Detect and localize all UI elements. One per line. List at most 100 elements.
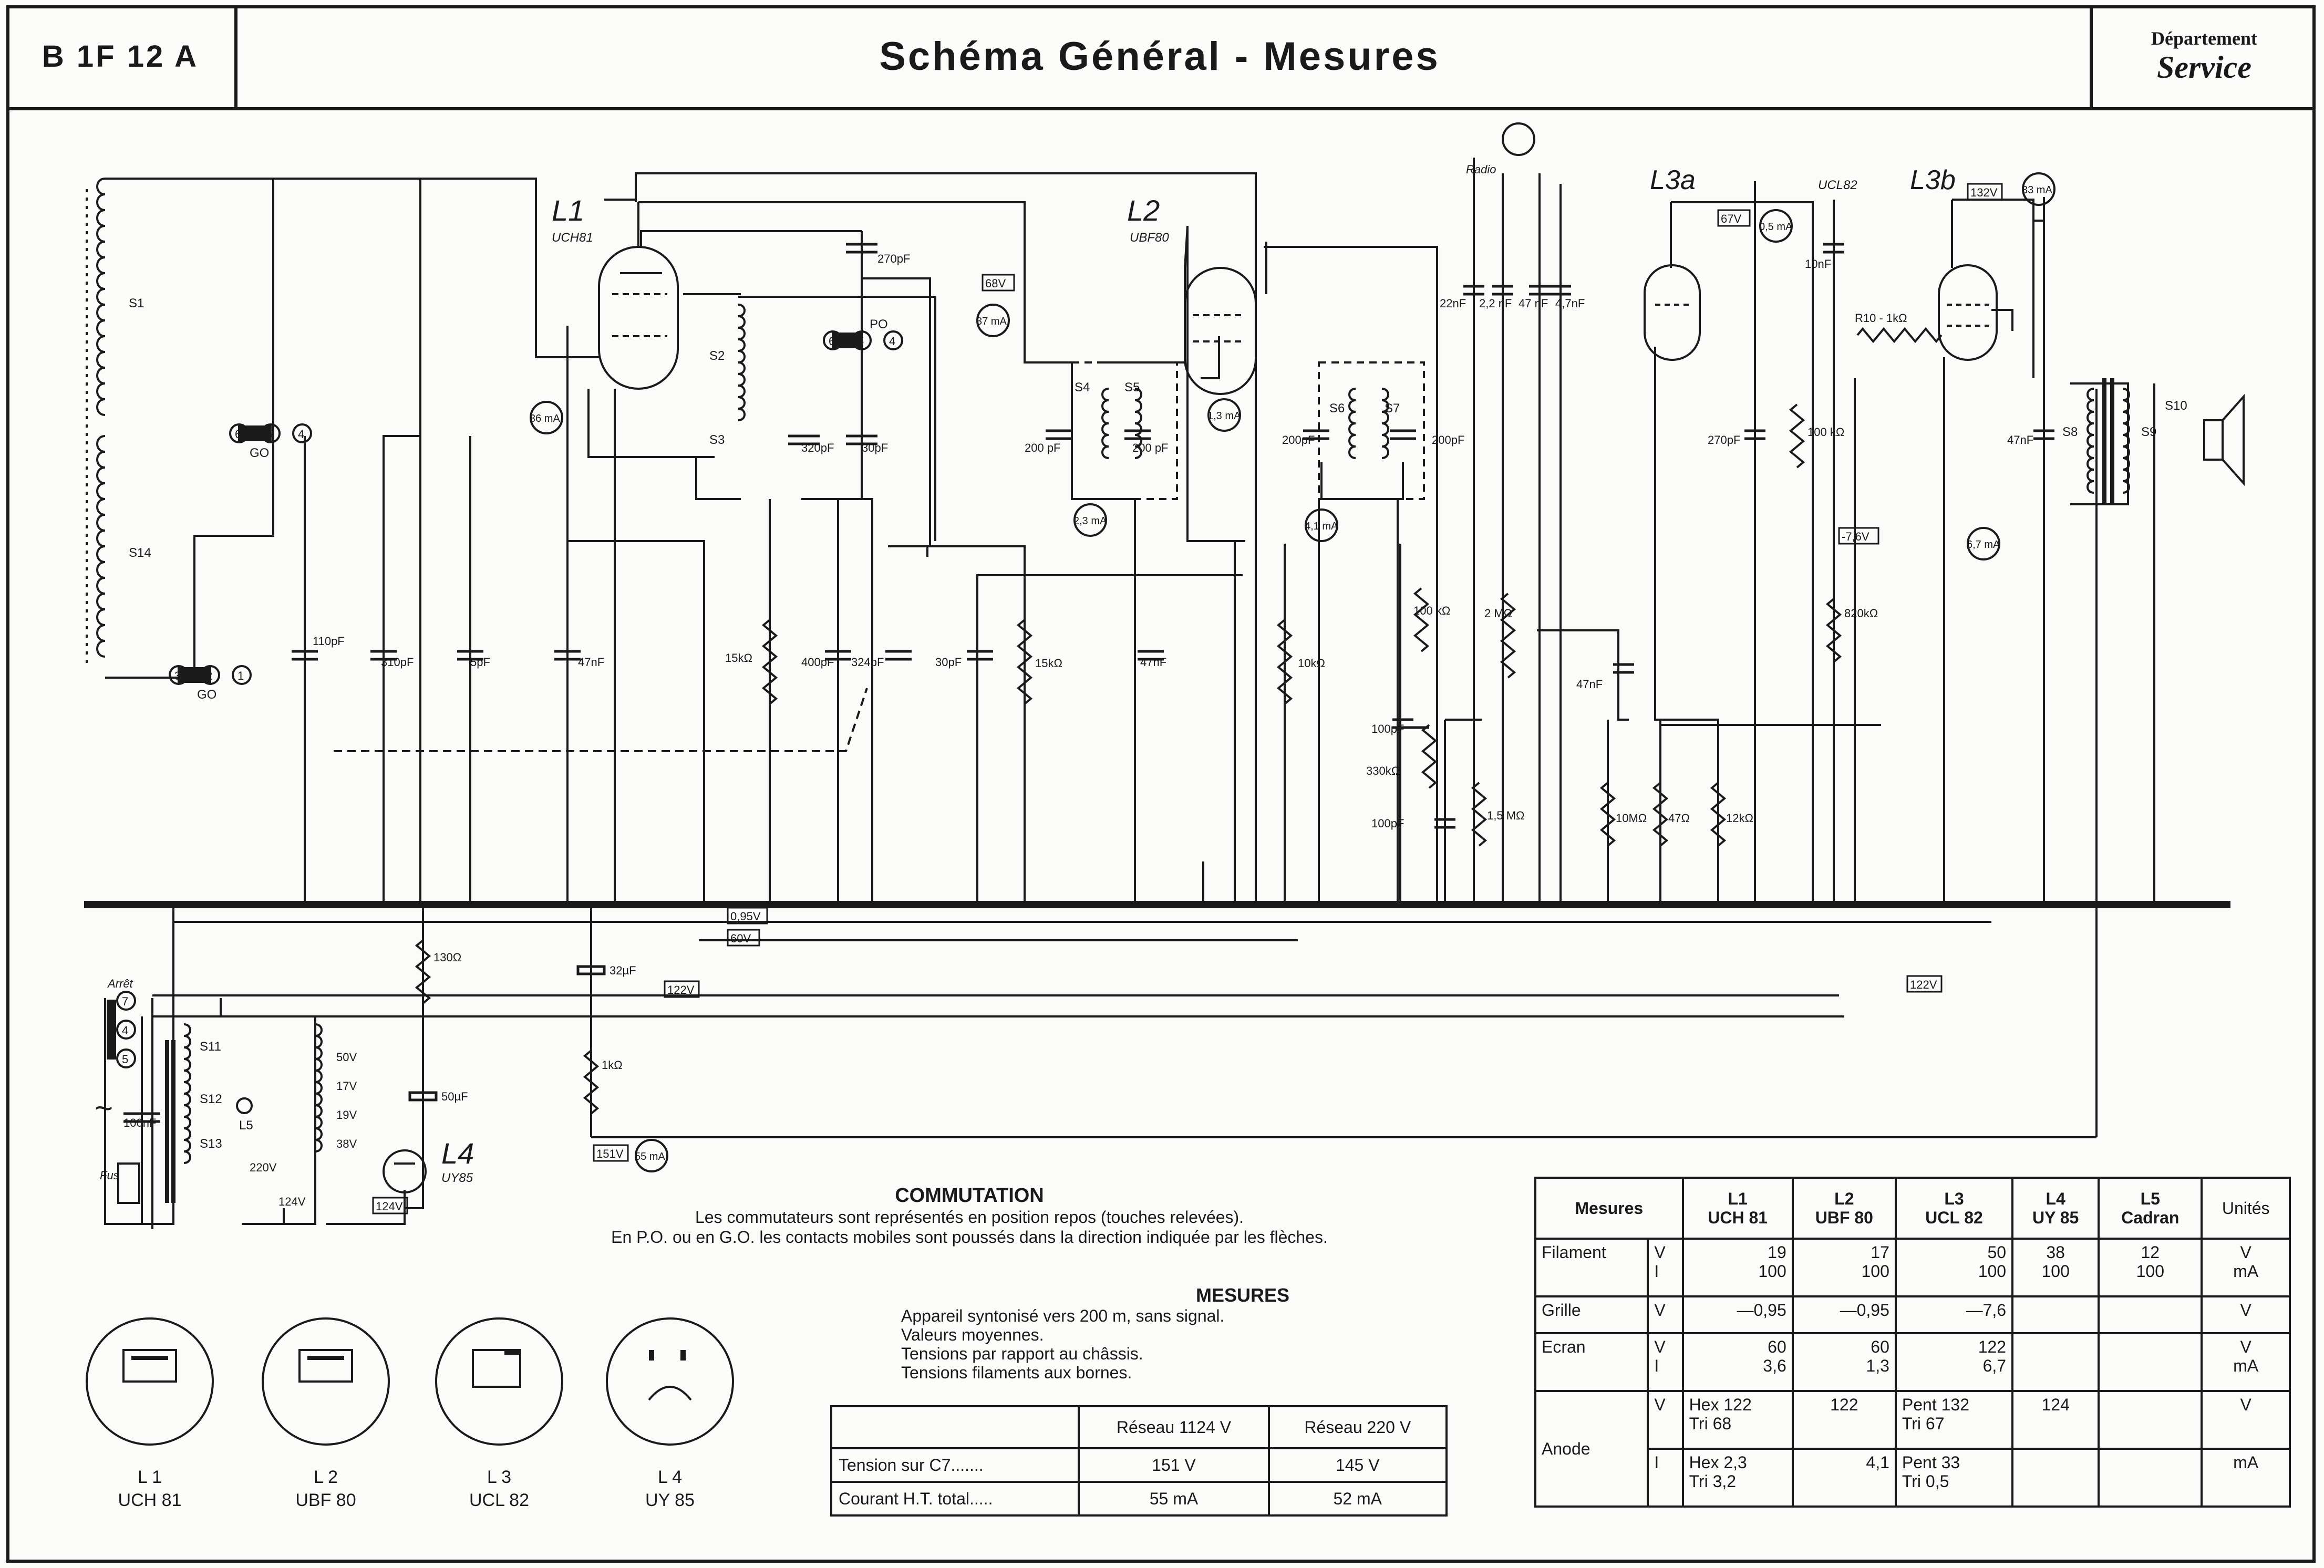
coil-s1 <box>96 178 106 416</box>
wire <box>976 574 1243 905</box>
table-cell: V I <box>1647 1332 1684 1392</box>
wire <box>888 545 1026 905</box>
wire <box>383 435 420 905</box>
coil-s14 <box>96 435 106 658</box>
table-cell: Hex 122 Tri 68 <box>1681 1390 1794 1450</box>
table-header <box>830 1405 1080 1449</box>
wire <box>695 457 741 500</box>
tube-base-type: UY 85 <box>645 1490 695 1510</box>
table-cell: Ecran <box>1534 1332 1649 1392</box>
tube-base-id: L 1 <box>137 1467 162 1487</box>
commutation-line: Les commutateurs sont représentés en pos… <box>695 1208 1244 1227</box>
tube-base-l4 <box>606 1317 734 1446</box>
table-cell: Tension sur C7....... <box>830 1447 1080 1483</box>
wire <box>242 1016 316 1225</box>
tube-type-l2: UBF80 <box>1130 231 1169 245</box>
tube-base-id: L 3 <box>487 1467 511 1487</box>
table-header: L3 UCL 82 <box>1894 1177 2014 1240</box>
component-label: 10MΩ <box>1616 812 1647 825</box>
wire <box>405 905 424 1209</box>
wire <box>2033 197 2045 222</box>
table-row: Anode V Hex 122 Tri 68 122 Pent 132 Tri … <box>1534 1390 2291 1508</box>
table-cell: Pent 132 Tri 67 <box>1894 1390 2014 1450</box>
wire <box>1264 246 1438 905</box>
table-header: Unités <box>2201 1177 2291 1240</box>
component-label: 100 kΩ <box>1807 425 1844 439</box>
component-label: 100pF <box>1371 817 1404 830</box>
current-label: 4,1 mA <box>1305 521 1338 532</box>
component-label: 47nF <box>1140 656 1166 669</box>
component-label: 200 pF <box>1132 441 1169 454</box>
component-label: 1,5 MΩ <box>1487 809 1524 822</box>
wire <box>1184 225 1245 542</box>
table-cell: Hex 2,3 Tri 3,2 <box>1681 1448 1794 1508</box>
voltage-boxes <box>372 183 2003 1214</box>
coil-label: S12 <box>200 1092 222 1106</box>
table-header-row: Réseau 1124 V Réseau 220 V <box>830 1405 1448 1449</box>
coil-label: S1 <box>129 296 144 310</box>
go-switch-bottom <box>169 665 252 685</box>
current-label: 33 mA <box>2022 184 2052 196</box>
switch-contact: 6 <box>235 428 241 441</box>
voltage-label: 50V <box>336 1051 357 1064</box>
coil-s2-s3 <box>738 304 746 421</box>
mains-switch <box>107 991 136 1068</box>
po-switch <box>823 330 903 350</box>
title-block: B 1F 12 A Schéma Général - Mesures Dépar… <box>6 5 2316 110</box>
voltage-label: 67V <box>1721 212 1741 225</box>
voltage-label: 220V <box>250 1161 277 1174</box>
mesures-line: Tensions par rapport au châssis. <box>901 1344 1143 1363</box>
page-title: Schéma Général - Mesures <box>879 34 1440 79</box>
component-label: 200 pF <box>1025 441 1061 454</box>
table-header: Réseau 1124 V <box>1078 1405 1270 1449</box>
component-label: R10 - 1kΩ <box>1855 311 1907 325</box>
table-header: L1 UCH 81 <box>1681 1177 1794 1240</box>
coil-label: S14 <box>129 546 151 560</box>
mesures-line: Tensions filaments aux bornes. <box>901 1363 1132 1382</box>
component-label: 5pF <box>470 656 490 669</box>
wire <box>638 201 1072 364</box>
component-label: 2,2 nF <box>1479 297 1512 310</box>
component-label: 4,7nF <box>1555 297 1585 310</box>
tube-base-caption-l1: L 1 UCH 81 <box>87 1466 213 1512</box>
switch-contact: 7 <box>122 995 128 1008</box>
coil-label: S4 <box>1075 380 1090 394</box>
wire <box>152 998 222 1017</box>
table-row: Tension sur C7....... 151 V 145 V <box>830 1447 1448 1483</box>
table-cell: V I <box>1647 1238 1684 1297</box>
table-cell: 145 V <box>1267 1447 1448 1483</box>
table-cell: Filament <box>1534 1238 1649 1297</box>
wire <box>1952 199 2034 378</box>
table-header: Mesures <box>1534 1177 1684 1240</box>
component-label: 310pF <box>381 656 414 669</box>
component-label: 820kΩ <box>1844 607 1878 620</box>
table-header: L2 UBF 80 <box>1791 1177 1897 1240</box>
voltage-label: 0,95V <box>730 910 761 923</box>
fuse <box>117 1162 140 1204</box>
tube-l3b <box>1938 264 1998 361</box>
wire <box>273 178 599 358</box>
component-label: 30pF <box>935 656 962 669</box>
commutation-title: COMMUTATION <box>895 1185 1044 1207</box>
tube-base-type: UCH 81 <box>118 1490 182 1510</box>
if-transformer-2 <box>1318 361 1425 500</box>
component-label: 100pF <box>1371 722 1404 735</box>
coil-label: S8 <box>2062 425 2078 439</box>
component-label: 47nF <box>2007 433 2033 446</box>
table-cell: 124 <box>2011 1390 2100 1450</box>
tube-base-type: UCL 82 <box>469 1490 530 1510</box>
table-cell: 19 100 <box>1681 1238 1794 1297</box>
coil-label: S3 <box>709 433 725 447</box>
component-label: 50µF <box>441 1090 468 1103</box>
current-label: 6,7 mA <box>1967 539 2000 551</box>
current-label: 37 mA <box>976 316 1007 327</box>
go-label: GO <box>250 446 269 460</box>
component-label: 400pF <box>801 656 834 669</box>
table-cell: Pent 33 Tri 0,5 <box>1894 1448 2014 1508</box>
component-label: 130Ω <box>433 951 461 964</box>
voltage-label: 151V <box>596 1147 624 1160</box>
voltage-label: -7,6V <box>1842 530 1869 543</box>
table-cell: 122 6,7 <box>1894 1332 2014 1392</box>
wire <box>1201 336 1220 379</box>
wire <box>587 389 715 458</box>
